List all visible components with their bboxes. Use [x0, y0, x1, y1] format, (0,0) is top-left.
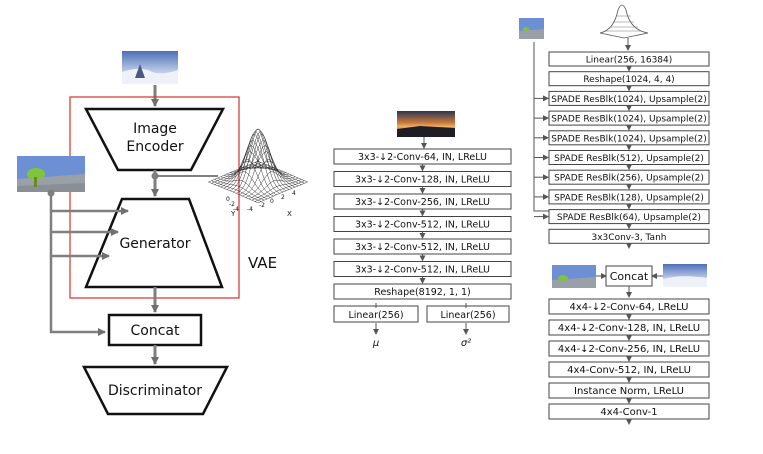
encoder-layer-label-2: 3x3-↓2-Conv-256, IN, LReLU — [355, 197, 490, 208]
disc-concat-label: Concat — [610, 270, 649, 283]
surface-line — [251, 179, 302, 201]
axis-x-tick: 4 — [292, 190, 296, 197]
surface-line — [220, 161, 271, 188]
encoder-layer-box-6 — [333, 283, 512, 300]
surface-line — [211, 180, 262, 202]
generator-label: Generator — [119, 236, 190, 252]
surface-line — [242, 159, 293, 197]
generator-block — [84, 197, 224, 289]
encoder-layer-label-5: 3x3-↓2-Conv-512, IN, LReLU — [355, 265, 490, 276]
input-photo-top — [122, 51, 178, 84]
disc-segmap-thumb — [552, 265, 596, 288]
disc-layer-label-3: 4x4-Conv-512, IN, LReLU — [567, 365, 691, 376]
encoder-layer-label-3: 3x3-↓2-Conv-512, IN, LReLU — [355, 220, 490, 231]
generator-layer-label-8: SPADE ResBlk(64), Upsample(2) — [557, 213, 701, 223]
surface-line — [245, 171, 296, 198]
encoder-head-label-1: Linear(256) — [440, 310, 495, 321]
left-overview: VAE Image Encoder Generator Concat — [17, 51, 308, 416]
discriminator-stack: Concat 4x4-↓2-Conv-64, LReLU 4x4-↓2-Conv-… — [548, 264, 710, 425]
disc-layer-label-2: 4x4-↓2-Conv-256, IN, LReLU — [558, 344, 700, 355]
surface-line — [223, 151, 274, 189]
generator-layer-label-3: SPADE ResBlk(1024), Upsample(2) — [551, 115, 707, 125]
mu-label: μ — [372, 338, 379, 349]
axis-y-tick: -2 — [229, 201, 235, 208]
surface-line — [229, 131, 280, 192]
gen-segmap-thumb — [519, 18, 544, 39]
segmentation-map — [17, 156, 85, 192]
axis-y-label: Y — [230, 210, 236, 218]
disc-photo-thumb — [663, 264, 707, 287]
surface-line — [211, 162, 262, 184]
axis-y-tick: -4 — [233, 206, 239, 213]
encoder-layer-label-4: 3x3-↓2-Conv-512, IN, LReLU — [355, 242, 490, 253]
vae-label: VAE — [248, 254, 277, 272]
generator-layer-label-9: 3x3Conv-3, Tanh — [592, 233, 667, 243]
gen-noise-thumb — [599, 4, 649, 39]
encoder-input-photo — [397, 111, 455, 137]
generator-layer-label-7: SPADE ResBlk(128), Upsample(2) — [554, 193, 704, 203]
generator-layer-label-5: SPADE ResBlk(512), Upsample(2) — [554, 154, 704, 164]
concat-label: Concat — [131, 323, 180, 339]
discriminator-label: Discriminator — [108, 383, 202, 399]
surface-line — [214, 163, 265, 185]
generator-stack: Linear(256, 16384) Reshape(1024, 4, 4) SPA… — [519, 4, 710, 249]
surface-line — [236, 134, 286, 194]
surface-line — [233, 128, 283, 193]
image-encoder-block — [83, 107, 226, 172]
encoder-head-box-1 — [426, 305, 510, 323]
axis-x-tick: 2 — [281, 194, 285, 201]
concat-block — [107, 313, 203, 347]
sigma-label: σ² — [461, 338, 471, 349]
surface-line — [257, 160, 308, 183]
surface-line — [248, 177, 299, 200]
generator-layer-label-4: SPADE ResBlk(1024), Upsample(2) — [551, 134, 707, 144]
encoder-layer-label-1: 3x3-↓2-Conv-128, IN, LReLU — [355, 175, 490, 186]
axis-x-label: X — [287, 210, 292, 218]
generator-layer-label-1: Reshape(1024, 4, 4) — [583, 75, 674, 85]
disc-layer-label-5: 4x4-Conv-1 — [600, 407, 657, 418]
surface-line — [254, 180, 305, 202]
axis-x-tick: -4 — [247, 206, 253, 213]
surface-line — [233, 128, 283, 193]
generator-layer-label-0: Linear(256, 16384) — [586, 56, 673, 66]
segmap-trunk — [533, 42, 549, 212]
surface-line — [226, 140, 277, 190]
arrow-segmap-concat — [49, 193, 106, 336]
disc-layer-label-4: Instance Norm, LReLU — [574, 386, 684, 397]
surface-line — [239, 145, 290, 195]
surface-line — [208, 160, 259, 183]
discriminator-block — [81, 365, 230, 416]
encoder-layer-label-0: 3x3-↓2-Conv-64, IN, LReLU — [358, 152, 487, 163]
encoder-stack: 3x3-↓2-Conv-64, IN, LReLU 3x3-↓2-Conv-128… — [333, 111, 512, 349]
disc-layer-label-1: 4x4-↓2-Conv-128, IN, LReLU — [558, 323, 700, 334]
encoder-head-label-0: Linear(256) — [348, 310, 403, 321]
encoder-label-2: Encoder — [126, 139, 183, 155]
surface-line — [257, 181, 308, 204]
encoder-label-1: Image — [133, 121, 177, 137]
axis-x-tick: 0 — [270, 198, 274, 205]
surface-line — [230, 134, 280, 194]
generator-layer-label-2: SPADE ResBlk(1024), Upsample(2) — [551, 95, 707, 105]
axis-x-tick: -2 — [259, 202, 265, 209]
disc-layer-label-0: 4x4-↓2-Conv-64, LReLU — [570, 302, 689, 313]
generator-layer-label-6: SPADE ResBlk(256), Upsample(2) — [554, 174, 704, 184]
encoder-layer-label-6: Reshape(8192, 1, 1) — [374, 287, 470, 298]
axis-y-tick: 0 — [226, 196, 230, 203]
